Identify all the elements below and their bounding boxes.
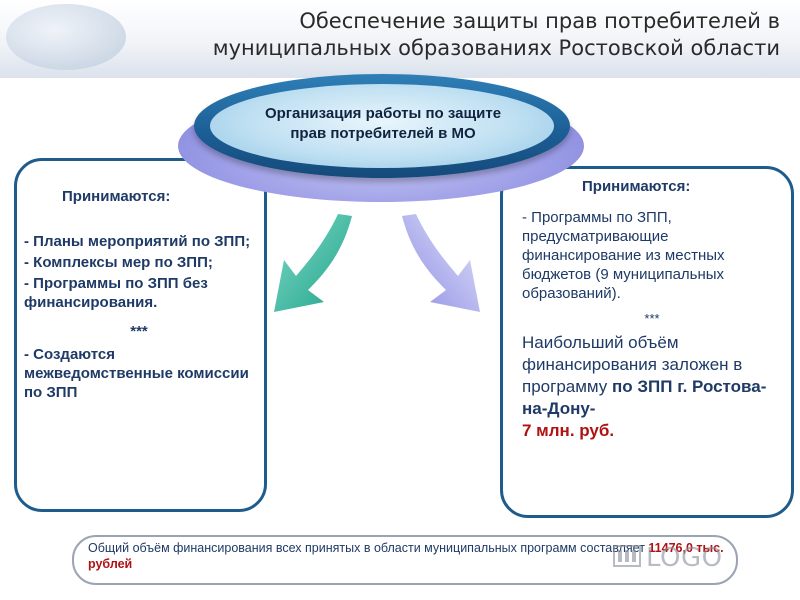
left-item-programs: - Программы по ЗПП без финансирования. bbox=[24, 275, 208, 311]
right-heading: Принимаются: bbox=[582, 178, 691, 195]
direction-arrows bbox=[274, 214, 480, 312]
title-line-1: Обеспечение защиты прав потребителей в bbox=[299, 9, 780, 33]
left-item-measures: - Комплексы мер по ЗПП; bbox=[24, 254, 213, 271]
right-text-block: - Программы по ЗПП, предусматривающие фи… bbox=[522, 208, 782, 442]
title-line-2: муниципальных образованиях Ростовской об… bbox=[212, 36, 780, 60]
left-arrow-icon bbox=[274, 214, 352, 312]
left-panel bbox=[14, 158, 267, 512]
right-separator: *** bbox=[644, 311, 660, 326]
logo: LOGO bbox=[612, 538, 772, 578]
footer-text: Общий объём финансирования всех принятых… bbox=[88, 540, 728, 572]
central-label: Организация работы по защите прав потреб… bbox=[218, 104, 548, 144]
central-label-line-1: Организация работы по защите bbox=[264, 105, 502, 122]
page-title: Обеспечение защиты прав потребителей в м… bbox=[180, 8, 780, 62]
right-amount: 7 млн. руб. bbox=[522, 421, 615, 440]
right-funding-text: Наибольший объём финансирования заложен … bbox=[522, 332, 782, 442]
footer-text-main: Общий объём финансирования всех принятых… bbox=[88, 541, 649, 555]
header-decoration bbox=[6, 4, 126, 70]
right-programs-text: - Программы по ЗПП, предусматривающие фи… bbox=[522, 209, 725, 302]
central-label-line-2: прав потребителей в МО bbox=[290, 125, 476, 142]
left-list: - Планы мероприятий по ЗПП; - Комплексы … bbox=[24, 232, 254, 404]
right-arrow-icon bbox=[402, 214, 480, 312]
right-big-text: Наибольший объём финансирования заложен … bbox=[522, 333, 743, 396]
left-separator: *** bbox=[130, 323, 148, 340]
left-heading: Принимаются: bbox=[62, 188, 171, 205]
central-ellipse: Организация работы по защите прав потреб… bbox=[178, 72, 584, 212]
logo-icon bbox=[613, 545, 641, 567]
left-item-commissions: - Создаются межведомственные комиссии по… bbox=[24, 346, 249, 401]
left-item-plans: - Планы мероприятий по ЗПП; bbox=[24, 233, 251, 250]
logo-text: LOGO bbox=[646, 543, 723, 573]
right-panel bbox=[500, 166, 794, 518]
header-bar: Обеспечение защиты прав потребителей в м… bbox=[0, 0, 800, 78]
right-strong-text: по ЗПП г. Ростова-на-Дону- bbox=[522, 377, 767, 418]
footer-amount: 11476,0 тыс. рублей bbox=[88, 541, 724, 571]
ellipse-core bbox=[210, 84, 554, 168]
